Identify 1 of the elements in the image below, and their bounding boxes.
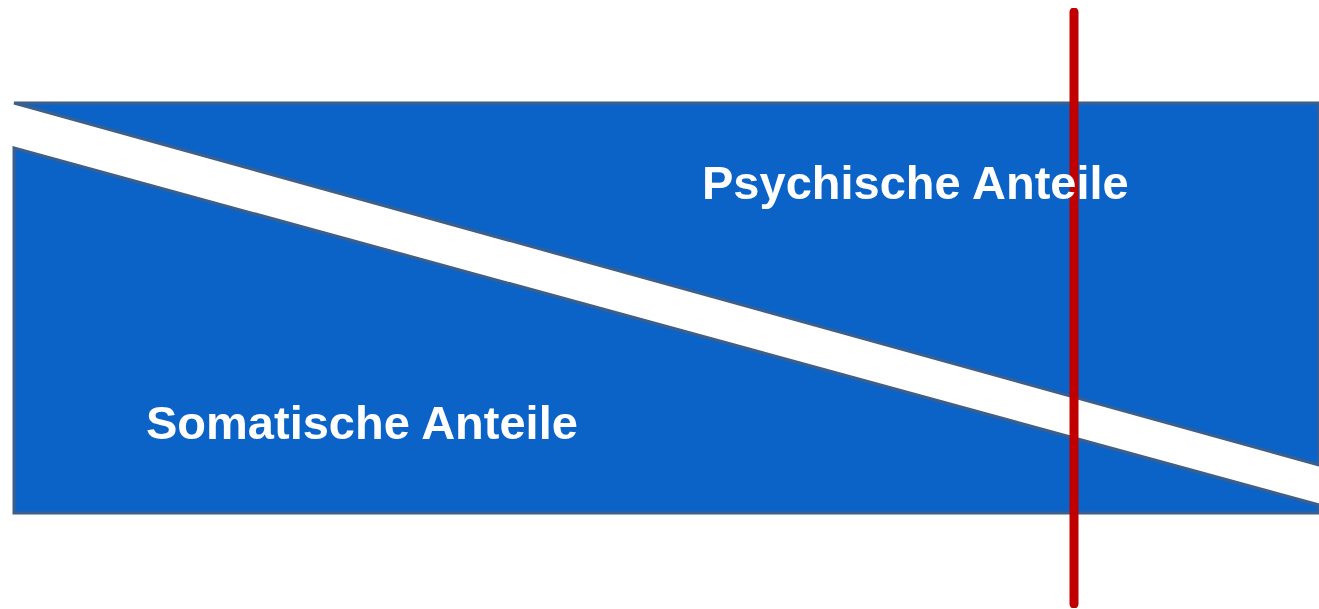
- region-label: Somatische Anteile: [146, 395, 578, 450]
